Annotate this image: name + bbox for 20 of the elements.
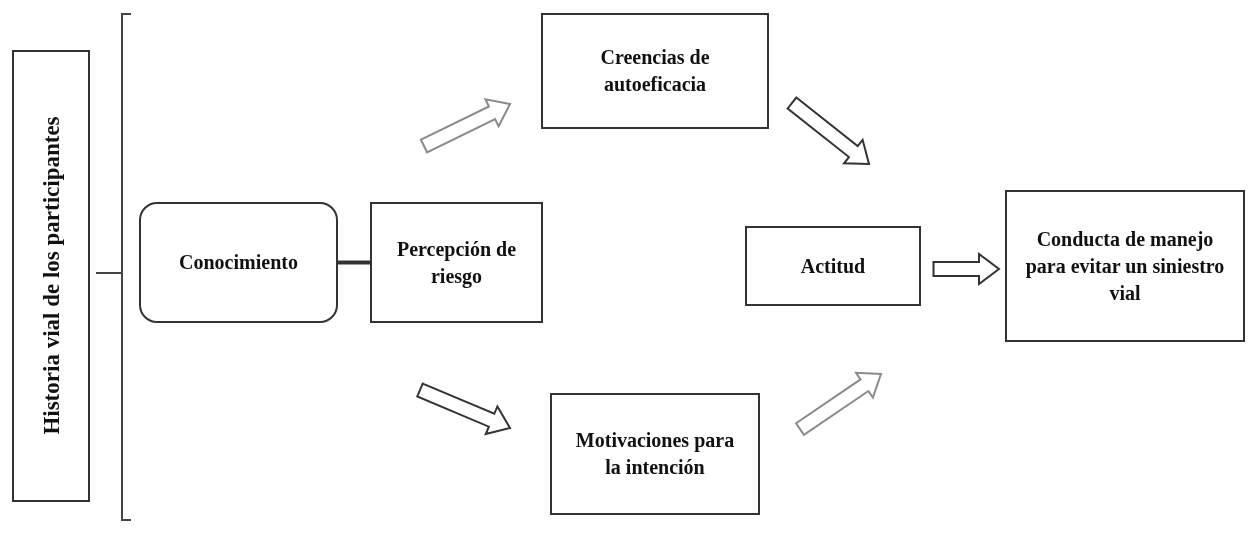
node-label: Historia vial de los participantes xyxy=(37,116,65,436)
node-label: Percepción de riesgo xyxy=(395,236,517,290)
node-label: Actitud xyxy=(799,253,867,279)
process-box xyxy=(370,202,543,323)
node-label: Motivaciones para la intención xyxy=(574,428,736,480)
process-box xyxy=(12,50,90,502)
process-box xyxy=(745,226,921,306)
process-box xyxy=(541,13,769,129)
node-label: Conducta de manejo para evitar un siniestro vial xyxy=(1024,226,1226,306)
process-box xyxy=(1005,190,1245,342)
node-label: Conocimiento xyxy=(178,250,299,275)
block-arrow xyxy=(794,371,883,437)
rounded-box xyxy=(139,202,338,323)
block-arrow xyxy=(415,382,512,436)
block-arrow xyxy=(932,252,1001,286)
process-box xyxy=(550,393,760,515)
connector-line xyxy=(338,260,370,265)
block-arrow xyxy=(419,97,512,154)
node-label: Creencias de autoeficacia xyxy=(599,45,711,97)
block-arrow xyxy=(786,96,871,166)
